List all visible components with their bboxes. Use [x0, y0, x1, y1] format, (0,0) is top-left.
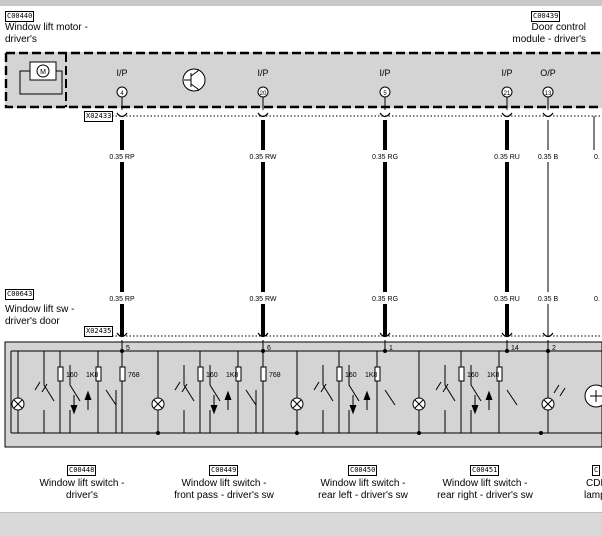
- sw-driver-code-tag: C00448: [67, 465, 97, 476]
- sw-rear-left-name-line1: Window lift switch -: [320, 478, 406, 489]
- resistor-label-768-b: 768: [269, 372, 281, 379]
- sw-driver-name-line2: driver's: [66, 490, 98, 501]
- sw-driver-name-line1: Window lift switch -: [39, 478, 125, 489]
- switch-group-front-pass: 160 1K8 768: [151, 351, 281, 433]
- lower-pin-label-1: 5: [126, 345, 130, 352]
- resistor-label-768-a: 768: [128, 372, 140, 379]
- pin-io-label-2: I/P: [257, 68, 268, 78]
- resistor-label-160-c: 160: [345, 372, 357, 379]
- lower-pin-label-2: 6: [267, 345, 271, 352]
- sw-rear-right-name-line2: rear right - driver's sw: [437, 490, 533, 501]
- wire-column-1: I/P 4 0.35 RP 0.35 RP 5: [109, 68, 135, 352]
- dcm-module-outline: [4, 51, 602, 109]
- sw-rear-right-code-tag: C00451: [470, 465, 500, 476]
- extra-wire-label-bottom: 0.: [594, 296, 600, 303]
- resistor-label-160-b: 160: [206, 372, 218, 379]
- motor-code-tag: C00440: [5, 11, 35, 22]
- wire-label-top-1: 0.35 RP: [109, 154, 135, 161]
- wire-label-bottom-5: 0.35 B: [538, 296, 559, 303]
- sw-front-pass-name-line2: front pass - driver's sw: [174, 490, 274, 501]
- dcm-code-tag: C00439: [531, 11, 561, 22]
- wire-label-bottom-4: 0.35 RU: [494, 296, 520, 303]
- dcm-name-line2: module - driver's: [512, 34, 586, 45]
- wire-column-5: O/P 13 0.35 B 0.35 B 2: [538, 68, 559, 352]
- wire-column-2: I/P 20 0.35 RW 0.35 RW 6: [249, 68, 277, 352]
- lower-pin-label-5: 2: [552, 345, 556, 352]
- motor-name-line1: Window lift motor -: [5, 22, 88, 33]
- pin-num-label-5: 13: [545, 91, 552, 97]
- resistor-label-160-a: 160: [66, 372, 78, 379]
- wire-label-top-5: 0.35 B: [538, 154, 559, 161]
- wire-label-bottom-2: 0.35 RW: [249, 296, 276, 303]
- wire-label-top-2: 0.35 RW: [249, 154, 276, 161]
- lower-pin-label-3: 1: [389, 345, 393, 352]
- transistor-icon: [182, 68, 206, 92]
- pin-io-label-1: I/P: [116, 68, 127, 78]
- switch-group-rear-left: 160 1K8: [290, 351, 396, 433]
- pin-num-label-3: 5: [383, 91, 387, 97]
- pin-num-label-4: 21: [504, 91, 511, 97]
- resistor-label-160-d: 160: [467, 372, 479, 379]
- pin-io-label-4: I/P: [501, 68, 512, 78]
- wire-label-bottom-1: 0.35 RP: [109, 296, 135, 303]
- wire-column-3: I/P 5 0.35 RG 0.35 RG 1: [372, 68, 398, 352]
- switch-pack-code-tag: C00643: [5, 289, 35, 300]
- wire-label-bottom-3: 0.35 RG: [372, 296, 398, 303]
- svg-text:M: M: [40, 69, 46, 76]
- cdl-name-line1: CDL: [586, 478, 602, 489]
- switch-group-rear-right: 160 1K8: [412, 351, 518, 433]
- pin-num-label-2: 20: [260, 91, 267, 97]
- sw-rear-right-name-line1: Window lift switch -: [442, 478, 528, 489]
- pin-io-label-3: I/P: [379, 68, 390, 78]
- resistor-label-1k8-c: 1K8: [365, 372, 378, 379]
- resistor-label-1k8-a: 1K8: [86, 372, 99, 379]
- pin-num-label-1: 4: [120, 91, 124, 97]
- window-top-frame: [0, 0, 602, 6]
- resistor-label-1k8-d: 1K8: [487, 372, 500, 379]
- window-bottom-frame: [0, 512, 602, 536]
- motor-name-line2: driver's: [5, 34, 37, 45]
- cdl-lamp-group: [541, 351, 602, 433]
- sw-front-pass-name-line1: Window lift switch -: [181, 478, 267, 489]
- cdl-code-tag: C: [592, 465, 601, 476]
- switch-group-driver: 160 1K8 768: [11, 351, 140, 433]
- lower-pin-label-4: 14: [511, 345, 519, 352]
- wire-label-top-4: 0.35 RU: [494, 154, 520, 161]
- cdl-name-line2: lamp -: [584, 490, 602, 501]
- switch-pack-name-line1: Window lift sw -: [5, 304, 75, 315]
- resistor-label-1k8-b: 1K8: [226, 372, 239, 379]
- bus-junction-dots: [120, 349, 550, 435]
- sw-rear-left-code-tag: C00450: [348, 465, 378, 476]
- sw-front-pass-code-tag: C00449: [209, 465, 239, 476]
- dcm-module-body: [5, 52, 602, 108]
- wire-label-top-3: 0.35 RG: [372, 154, 398, 161]
- sw-rear-left-name-line2: rear left - driver's sw: [318, 490, 408, 501]
- pin-io-label-5: O/P: [540, 68, 556, 78]
- motor-icon: M: [19, 61, 63, 95]
- connector-bottom-tag: X02435: [84, 326, 114, 337]
- switch-pack-name-line2: driver's door: [5, 316, 60, 327]
- switch-pack-housing: [4, 341, 602, 448]
- wire-column-4: I/P 21 0.35 RU 0.35 RU 14: [494, 68, 520, 352]
- dcm-name-line1: Door control: [531, 22, 586, 33]
- extra-wire-label-top: 0.: [594, 154, 600, 161]
